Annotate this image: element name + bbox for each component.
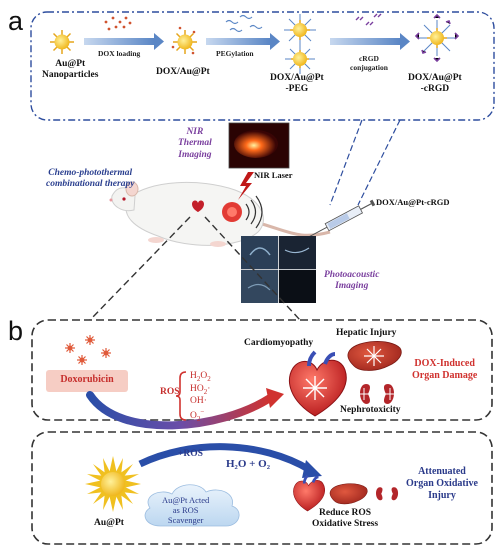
heart-lower-icon: [293, 474, 325, 512]
mouse-illustration: [109, 181, 331, 247]
ros-h2o2: H2O2: [190, 371, 211, 383]
doxorubicin-label: Doxorubicin: [60, 374, 114, 385]
dox-au-pt-label: DOX/Au@Pt: [156, 67, 210, 77]
dox-au-pt-particle-icon: [171, 26, 197, 55]
dox-organ-damage-label: DOX-Induced Organ Damage: [412, 358, 478, 381]
panel-a-frame: [30, 11, 495, 121]
liver-lower-icon: [329, 483, 368, 505]
kidneys-icon: [359, 384, 395, 404]
liver-icon: [347, 341, 402, 371]
nephrotoxicity-label: Nephrotoxicity: [340, 405, 401, 415]
au-pt-sun-icon: [85, 456, 141, 512]
water-oxygen-label: H₂O + O₂: [226, 458, 271, 470]
scavenger-cloud: [144, 484, 240, 527]
ros-o2: O2−: [190, 408, 205, 424]
au-pt-nanoparticle-icon: [50, 30, 74, 54]
ros-oh: OH·: [190, 396, 207, 407]
chemo-therapy-label: Chemo-photothermal combinational therapy: [46, 168, 135, 190]
dox-au-pt-crgd-particle-icon: [414, 13, 460, 63]
peg-chains-icon: [225, 14, 263, 33]
kidneys-lower-icon: [376, 487, 399, 501]
dox-au-pt-peg-label: DOX/Au@Pt -PEG: [270, 73, 324, 94]
dox-molecules-icon: [104, 16, 132, 31]
heart-icon: [289, 350, 347, 417]
crgd-conjugation-label: cRGD conjugation: [350, 54, 388, 72]
nir-laser-icon: [238, 172, 254, 200]
dox-au-pt-peg-particle-icon: [284, 14, 316, 74]
ros-bracket: [175, 371, 187, 421]
nir-thermal-imaging-label: NIR Thermal Imaging: [178, 127, 212, 160]
photoacoustic-imaging-label: Photoacoustic Imaging: [324, 270, 380, 292]
doxorubicin-badge: [46, 370, 128, 392]
pegylation-label: PEGylation: [216, 49, 254, 58]
injection-label: DOX/Au@Pt-cRGD: [376, 197, 450, 207]
doxorubicin-molecules-icon: [65, 335, 111, 365]
ultrasound-waves-icon: [245, 195, 263, 229]
crgd-molecules-icon: [355, 13, 382, 26]
panel-b-letter: b: [8, 316, 24, 346]
panel-b-lower-frame: [31, 431, 493, 545]
plus-ros-label: +ROS: [178, 449, 203, 459]
ros-ho2: HO2·: [190, 383, 211, 396]
np-label: Au@Pt Nanoparticles: [42, 59, 99, 80]
nir-laser-label: NIR Laser: [254, 170, 293, 180]
reduce-ros-label: Reduce ROS Oxidative Stress: [312, 508, 379, 529]
photoacoustic-image: [241, 236, 316, 303]
au-pt-label: Au@Pt: [94, 518, 124, 528]
attenuated-injury-label: Attenuated Organ Oxidative Injury: [406, 466, 478, 501]
syringe-icon: [308, 199, 376, 238]
dox-au-pt-crgd-label: DOX/Au@Pt -cRGD: [408, 73, 462, 94]
hepatic-injury-label: Hepatic Injury: [336, 328, 397, 338]
panel-a-letter: a: [8, 6, 24, 36]
ros-label: ROS: [160, 387, 180, 397]
panel-b-upper-frame: [31, 319, 493, 421]
cardiomyopathy-label: Cardiomyopathy: [244, 338, 314, 348]
ros-species-list: H2O2 HO2· OH· O2−: [190, 371, 211, 424]
dox-loading-label: DOX loading: [98, 49, 141, 58]
scavenger-label: Au@Pt Acted as ROS Scavenger: [162, 495, 210, 525]
